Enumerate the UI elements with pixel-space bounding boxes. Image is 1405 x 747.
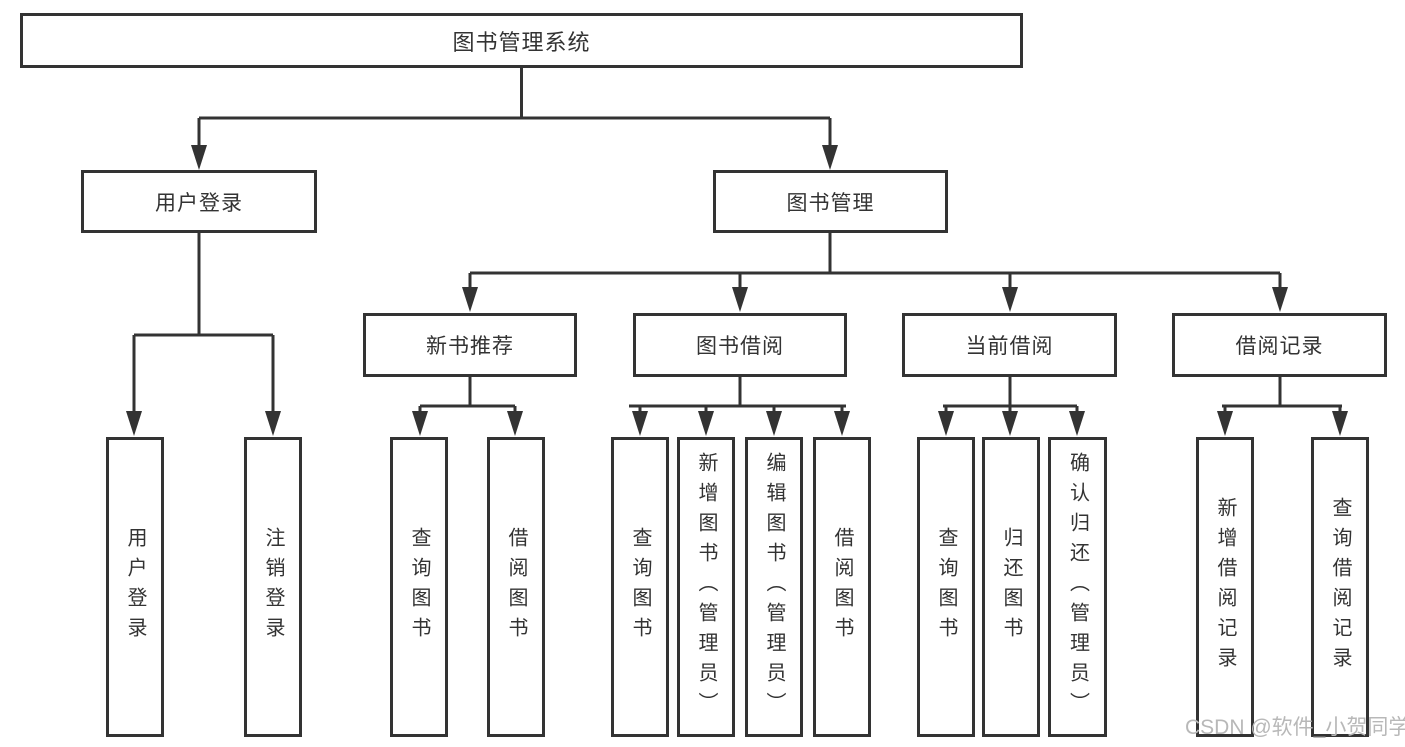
node-book-borrowing: 图书借阅 <box>633 313 847 377</box>
leaf-borrow-books: 借阅图书 <box>813 437 871 737</box>
leaf-label: 查询借阅记录 <box>1329 497 1351 677</box>
leaf-label: 注销登录 <box>262 527 284 647</box>
leaf-query-books-recommend: 查询图书 <box>390 437 448 737</box>
leaf-return-books: 归还图书 <box>982 437 1040 737</box>
leaf-label: 借阅图书 <box>505 527 527 647</box>
leaf-query-books-current: 查询图书 <box>917 437 975 737</box>
leaf-query-books: 查询图书 <box>611 437 669 737</box>
node-system-root: 图书管理系统 <box>20 13 1023 68</box>
csdn-watermark: CSDN @软件_小贺同学 <box>1185 716 1405 739</box>
leaf-borrow-books-recommend: 借阅图书 <box>487 437 545 737</box>
leaf-edit-books-admin: 编辑图书（管理员） <box>745 437 803 737</box>
leaf-label: 用户登录 <box>124 527 146 647</box>
node-label: 新书推荐 <box>426 335 514 358</box>
arrowheads <box>126 145 1348 436</box>
leaf-confirm-return-admin: 确认归还（管理员） <box>1048 437 1107 737</box>
node-current-borrowing: 当前借阅 <box>902 313 1117 377</box>
node-new-book-recommend: 新书推荐 <box>363 313 577 377</box>
leaf-label: 查询图书 <box>629 527 651 647</box>
node-label: 图书管理系统 <box>452 29 591 55</box>
leaf-label: 编辑图书（管理员） <box>763 452 785 722</box>
node-label: 当前借阅 <box>965 335 1054 358</box>
leaf-label: 确认归还（管理员） <box>1066 452 1089 722</box>
node-user-login: 用户登录 <box>81 170 317 233</box>
leaf-label: 借阅图书 <box>831 527 853 647</box>
leaf-label: 新增图书（管理员） <box>695 452 717 722</box>
leaf-label: 归还图书 <box>1000 527 1022 647</box>
node-label: 图书借阅 <box>696 335 784 358</box>
leaf-add-books-admin: 新增图书（管理员） <box>677 437 735 737</box>
leaf-label: 查询图书 <box>935 527 957 647</box>
leaf-user-login: 用户登录 <box>106 437 164 737</box>
leaf-add-borrow-record: 新增借阅记录 <box>1196 437 1254 737</box>
leaf-label: 新增借阅记录 <box>1214 497 1236 677</box>
leaf-logout: 注销登录 <box>244 437 302 737</box>
node-label: 用户登录 <box>155 191 243 215</box>
leaf-label: 查询图书 <box>408 527 430 647</box>
leaf-query-borrow-record: 查询借阅记录 <box>1311 437 1369 737</box>
node-label: 借阅记录 <box>1235 335 1324 358</box>
node-book-management: 图书管理 <box>713 170 948 233</box>
node-label: 图书管理 <box>786 191 875 215</box>
node-borrowing-records: 借阅记录 <box>1172 313 1387 377</box>
